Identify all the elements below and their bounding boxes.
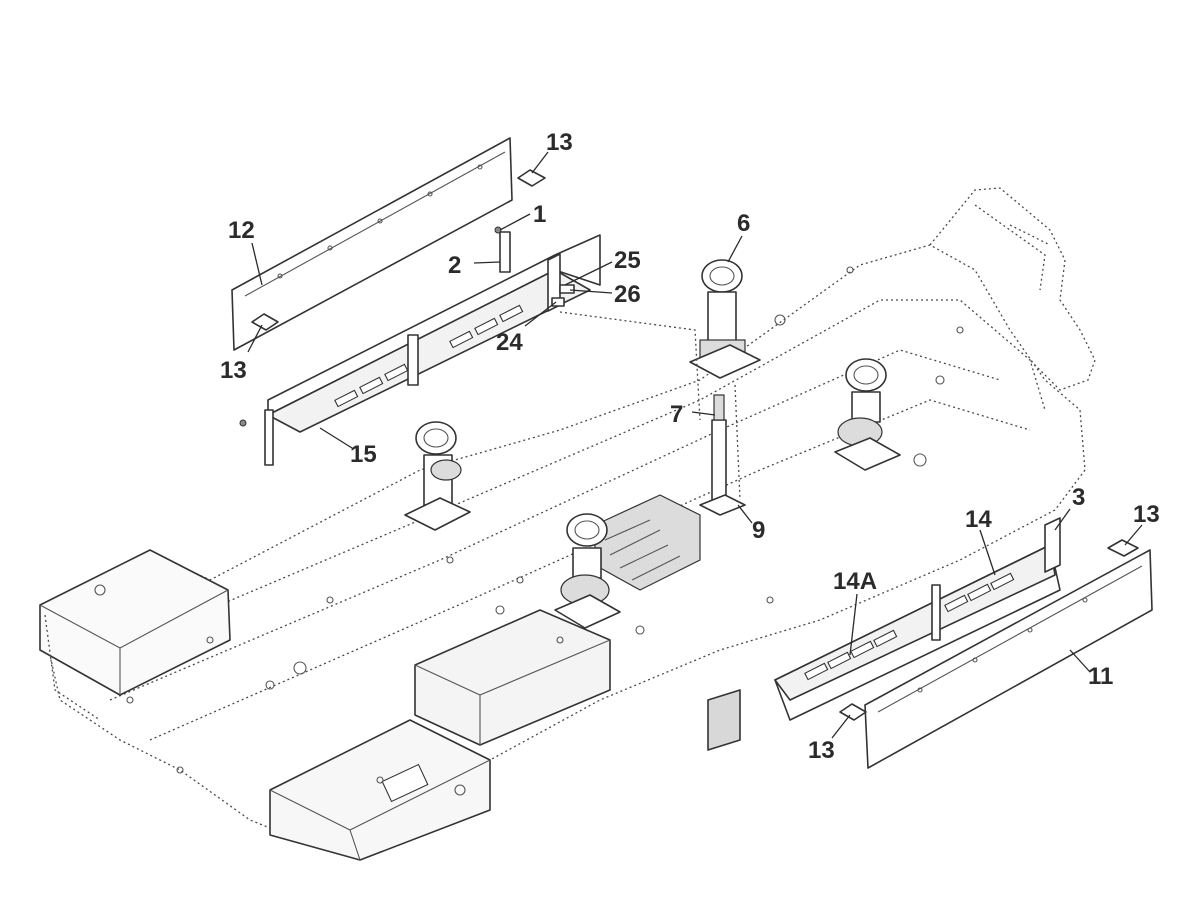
callout-labels: 13 12 13 1 2 25 26 24 15 6 7 9 3 13 14 1… [220,129,1160,764]
part-11-cover-panel [864,549,1153,769]
lift-cylinder-center [554,513,621,629]
callout-15: 15 [350,441,377,468]
chassis-frame [39,187,1096,861]
callout-24: 24 [496,329,523,356]
part-14-step-assembly [707,517,1061,751]
callout-1: 1 [533,201,546,228]
callout-3: 3 [1072,484,1085,511]
callout-12: 12 [228,217,255,244]
part-12-cover-panel [231,137,513,351]
part-13-decal-top [517,169,546,187]
callout-13-top-left: 13 [546,129,573,156]
callout-14: 14 [965,506,992,533]
callout-9: 9 [752,517,765,544]
part-26-nut [559,284,575,294]
callout-6: 6 [737,210,750,237]
callout-2: 2 [448,252,461,279]
callout-13-right: 13 [1133,501,1160,528]
part-15-step-platform [264,234,601,466]
part-2-bracket [499,231,511,273]
lift-cylinder-front [689,259,761,379]
callout-26: 26 [614,281,641,308]
part-13-decal-bottom [839,703,867,721]
part-24-washer [551,297,565,307]
callout-13-left-mid: 13 [220,357,247,384]
platform-bolt-left [239,419,247,427]
part-13-decal-right [1107,539,1139,557]
leader-lines [247,151,1143,739]
lift-cylinder-rear-right [834,358,901,471]
callout-7: 7 [670,401,683,428]
lift-cylinder-left [404,421,471,531]
assembly-path-line [559,311,701,421]
callout-11: 11 [1088,663,1113,690]
callout-14a: 14A [833,568,877,595]
callout-13-bottom: 13 [808,737,835,764]
callout-25: 25 [614,247,641,274]
vertical-strut-assembly [699,384,746,516]
